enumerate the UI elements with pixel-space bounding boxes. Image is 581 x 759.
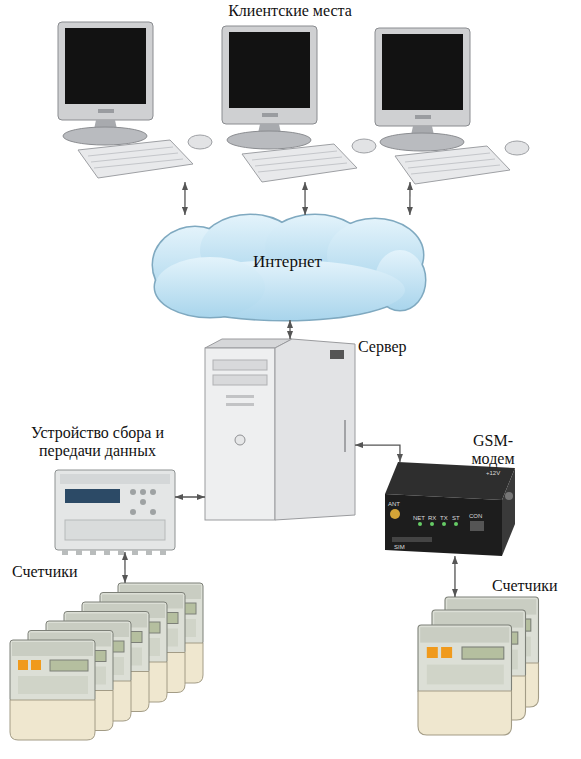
power-jack bbox=[505, 492, 513, 500]
modem-box: GSM-модем bbox=[385, 462, 515, 556]
link-arrow bbox=[454, 556, 455, 597]
modem-top bbox=[385, 462, 515, 500]
meter-group: Счетчики bbox=[10, 583, 203, 740]
node-label: Клиентские места bbox=[40, 2, 540, 20]
meter bbox=[10, 640, 95, 740]
link-arrow bbox=[355, 445, 400, 462]
link-arrow bbox=[175, 496, 205, 497]
modem-led bbox=[442, 522, 446, 526]
device-terminals bbox=[62, 550, 166, 555]
port-label: NET bbox=[413, 515, 425, 521]
link-arrow bbox=[409, 182, 410, 215]
data-collector-device bbox=[55, 470, 175, 555]
con-port bbox=[470, 521, 484, 531]
computer bbox=[58, 22, 212, 178]
meter bbox=[418, 625, 512, 735]
cloud-lobe bbox=[155, 257, 265, 317]
device-panel bbox=[65, 520, 165, 540]
computer bbox=[222, 26, 376, 182]
client-group: Клиентские места bbox=[40, 2, 540, 182]
device-key bbox=[130, 509, 136, 515]
port-label: RX bbox=[428, 515, 436, 521]
server-slot bbox=[226, 395, 254, 398]
node-label: Устройство сбора и передачи данных bbox=[10, 424, 185, 460]
collector-box: Устройство сбора и передачи данных bbox=[55, 470, 175, 552]
side-handle bbox=[344, 420, 346, 452]
modem-led bbox=[418, 522, 422, 526]
server-front bbox=[205, 348, 275, 520]
meter-stack bbox=[10, 583, 203, 740]
computer bbox=[375, 28, 529, 184]
server-logo bbox=[330, 350, 344, 359]
link-arrow bbox=[184, 182, 185, 215]
node-label: Сервер bbox=[358, 338, 433, 356]
port-label: +12V bbox=[486, 470, 500, 476]
meter-group: Счетчики bbox=[418, 597, 540, 737]
power-button bbox=[235, 435, 245, 445]
cloud-lobe-outline bbox=[155, 257, 265, 317]
modem-front bbox=[385, 494, 502, 556]
drive-bay bbox=[213, 375, 267, 385]
device-display bbox=[65, 489, 120, 503]
node-label: GSM-модем bbox=[465, 432, 521, 468]
drive-bay bbox=[213, 360, 267, 370]
device-key bbox=[150, 509, 156, 515]
device-key bbox=[140, 489, 146, 495]
port-label: SIM bbox=[394, 544, 405, 550]
server-slot bbox=[226, 403, 254, 406]
gsm-modem-box bbox=[385, 462, 515, 556]
device-top-bar bbox=[60, 474, 170, 484]
sim-slot bbox=[392, 537, 432, 542]
port-label: ANT bbox=[388, 501, 400, 507]
internet-cloud: Интернет bbox=[150, 215, 425, 320]
modem-led bbox=[430, 522, 434, 526]
link-arrow bbox=[304, 182, 305, 215]
node-label: Интернет bbox=[150, 252, 425, 271]
device-key bbox=[150, 489, 156, 495]
antenna-connector bbox=[390, 509, 400, 519]
node-label: Счетчики bbox=[12, 563, 102, 581]
server-tower bbox=[205, 339, 355, 520]
port-label: ST bbox=[452, 515, 460, 521]
modem-side bbox=[502, 468, 515, 556]
link-arrow bbox=[289, 320, 290, 339]
device-key bbox=[140, 499, 146, 505]
node-label: Счетчики bbox=[492, 577, 580, 595]
link-arrow bbox=[124, 552, 125, 583]
port-label: TX bbox=[440, 515, 448, 521]
port-label: CON bbox=[469, 513, 482, 519]
server-side bbox=[275, 339, 355, 520]
device-key bbox=[130, 489, 136, 495]
device-case bbox=[55, 470, 175, 550]
modem-led bbox=[454, 522, 458, 526]
server-box: Сервер bbox=[205, 339, 355, 520]
meter-stack bbox=[418, 597, 539, 735]
